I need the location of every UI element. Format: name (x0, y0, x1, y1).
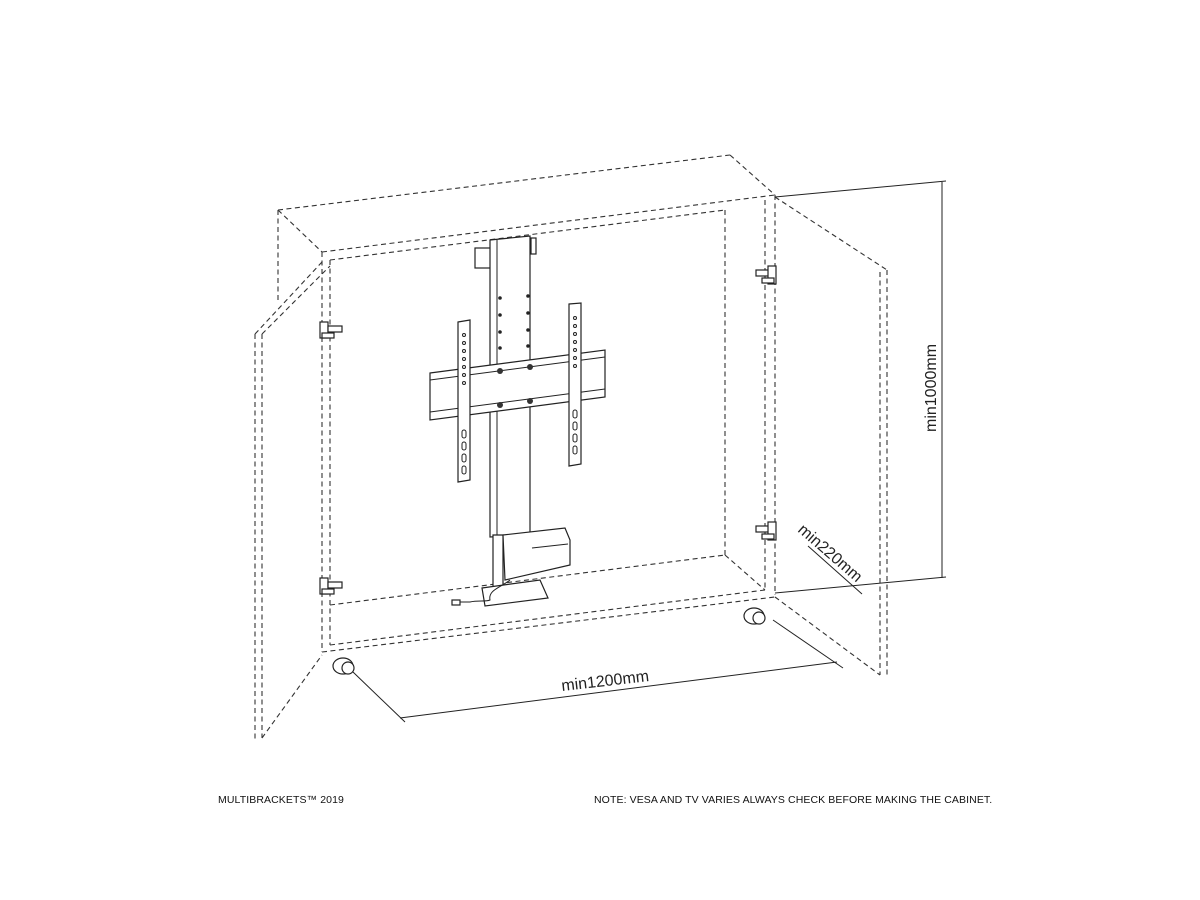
hinge-icon (755, 265, 777, 285)
left-door (254, 261, 331, 740)
depth-dimension-label: min220mm (794, 521, 865, 586)
height-dimension-label: min1000mm (923, 344, 940, 432)
cabinet-note: NOTE: VESA AND TV VARIES ALWAYS CHECK BE… (594, 794, 993, 806)
brand-copyright: MULTIBRACKETS™ 2019 (218, 794, 344, 806)
hinge-icon (319, 321, 343, 339)
hinge-icon (319, 577, 343, 595)
caster-wheel-icon (332, 657, 355, 675)
tv-lift (429, 235, 606, 607)
dimension-lines (352, 180, 947, 723)
hinge-icon (755, 521, 777, 541)
right-door (774, 196, 888, 678)
width-dimension-label: min1200mm (561, 668, 650, 695)
caster-wheel-icon (743, 607, 766, 625)
